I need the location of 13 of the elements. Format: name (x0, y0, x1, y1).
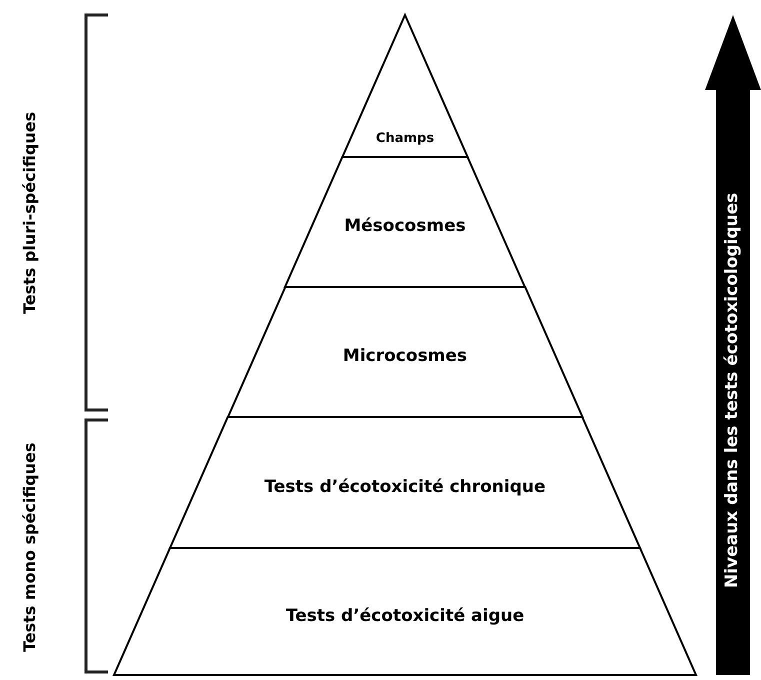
bracket-label: Tests pluri-spécifiques (20, 110, 39, 316)
level-label: Tests d’écotoxicité aigue (284, 606, 526, 626)
level-label: Microcosmes (342, 346, 468, 366)
pyramid-level (170, 417, 640, 548)
arrow-label: Niveaux dans les tests écotoxicologiques (722, 191, 742, 590)
level-label: Champs (374, 131, 436, 146)
upward-arrow (705, 15, 761, 675)
bracket-label: Tests mono spécifiques (20, 442, 39, 654)
level-label: Mésocosmes (343, 216, 467, 236)
level-label: Tests d’écotoxicité chronique (263, 476, 547, 496)
pyramid-level (285, 157, 525, 287)
pyramid-level (228, 287, 582, 417)
pyramid-level (114, 548, 696, 675)
